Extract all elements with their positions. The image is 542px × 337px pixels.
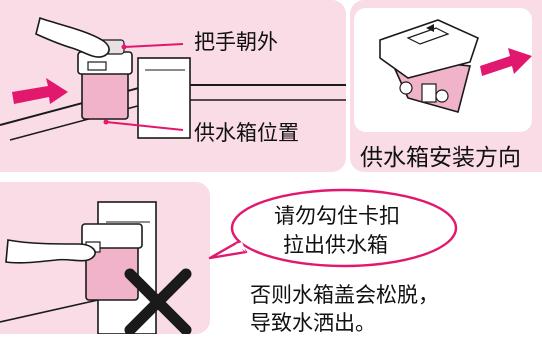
counter-edge — [0, 299, 99, 323]
tank-slot — [137, 57, 191, 139]
position-leader-line — [105, 121, 184, 131]
tank-orientation-illustration — [354, 8, 532, 132]
warning-line-2: 导致水洒出。 — [250, 311, 376, 335]
handle-outward-label: 把手朝外 — [194, 30, 278, 54]
bottom-left-panel — [0, 182, 210, 334]
tank-position-illustration — [0, 16, 346, 141]
arrow-right-icon — [12, 78, 68, 104]
water-tank-detail — [379, 19, 479, 113]
handle-leader-line — [123, 43, 184, 48]
install-direction-caption: 供水箱安装方向 — [360, 145, 521, 171]
bubble-line-1: 请勿勾住卡扣 — [274, 204, 400, 228]
hand — [35, 16, 110, 58]
hand — [5, 239, 96, 264]
tank-position-label: 供水箱位置 — [194, 121, 299, 145]
arrow-right-icon — [480, 48, 532, 76]
tank-handle — [87, 61, 107, 71]
warning-line-1: 否则水箱盖会松脱， — [250, 283, 439, 307]
speech-bubble — [208, 188, 458, 268]
water-tank — [77, 39, 133, 120]
x-mark-icon — [124, 268, 192, 334]
top-right-panel: 供水箱安装方向 — [350, 0, 542, 172]
bubble-line-2: 拉出供水箱 — [283, 233, 388, 257]
top-left-panel: 把手朝外 供水箱位置 — [0, 0, 346, 172]
incorrect-removal-illustration — [0, 201, 192, 334]
water-tank — [81, 223, 143, 301]
